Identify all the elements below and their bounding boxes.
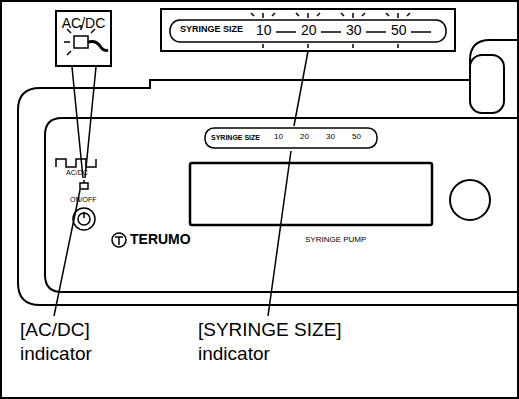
callout-label: [AC/DC] indicator <box>20 318 120 366</box>
zoom-callout-box: AC/DC <box>55 10 112 67</box>
size-number: 20 <box>301 23 317 38</box>
model-name: SYRINGE PUMP <box>305 236 366 245</box>
acdc-panel-symbols <box>56 159 96 230</box>
indicator-label: AC/DC <box>66 169 88 177</box>
box-title: AC/DC <box>62 16 106 31</box>
size-number: 10 <box>274 133 283 142</box>
zoom-callout-box: SYRINGE SIZE 10 20 30 50 <box>160 8 456 52</box>
box-title: SYRINGE SIZE <box>180 25 243 35</box>
leader-line <box>54 51 308 316</box>
size-number: 50 <box>391 23 407 38</box>
pump-housing <box>18 40 519 305</box>
size-number: 30 <box>326 133 335 142</box>
size-number: 10 <box>256 23 272 38</box>
size-number: 30 <box>346 23 362 38</box>
syringe-size-strip <box>205 128 377 148</box>
switch-label: ON/OFF <box>70 196 96 204</box>
callout-label: [SYRINGE SIZE] indicator <box>198 318 363 366</box>
terumo-logo-mark <box>112 233 126 247</box>
size-number: 20 <box>300 133 309 142</box>
brand-name: TERUMO <box>130 232 191 247</box>
zoom-syringe-strip <box>170 13 446 48</box>
size-number: 50 <box>352 133 361 142</box>
indicator-label: SYRINGE SIZE <box>211 134 260 142</box>
